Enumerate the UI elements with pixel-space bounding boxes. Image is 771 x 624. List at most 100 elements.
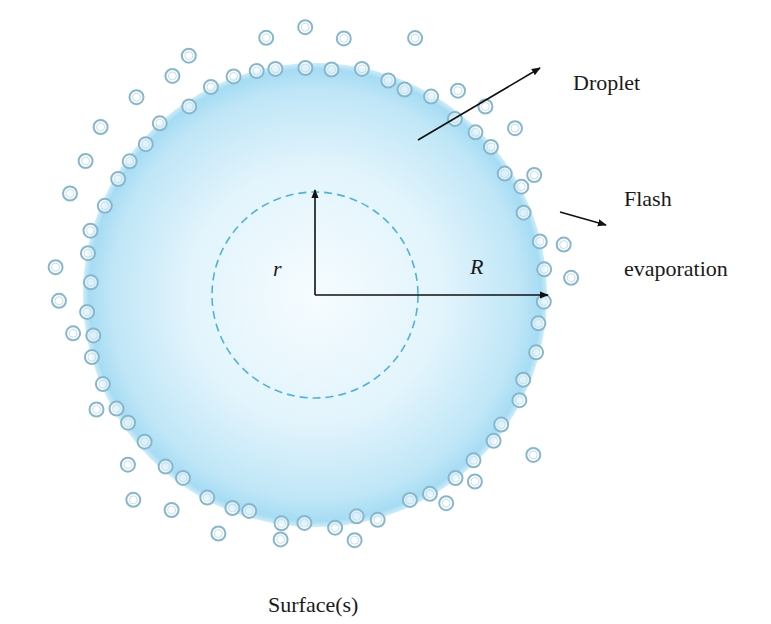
bubble-core [185, 102, 193, 110]
bubble-ring [52, 294, 66, 308]
bubble-ring [516, 373, 530, 387]
vapor-bubble [529, 345, 543, 359]
vapor-bubble [79, 154, 93, 168]
bubble-core [517, 183, 525, 191]
vapor-bubble [98, 199, 112, 213]
bubble-core [470, 456, 478, 464]
bubble-core [532, 348, 540, 356]
vapor-bubble [325, 63, 339, 77]
leader-arrow [560, 212, 606, 225]
bubble-ring [557, 238, 571, 252]
bubble-ring [66, 326, 80, 340]
bubble-ring [98, 199, 112, 213]
bubble-core [331, 524, 339, 532]
bubble-core [83, 308, 91, 316]
bubble-ring [242, 504, 256, 518]
bubble-core [214, 530, 222, 538]
bubble-core [374, 516, 382, 524]
vapor-bubble [138, 435, 152, 449]
bubble-ring [121, 416, 135, 430]
bubble-core [228, 504, 236, 512]
bubble-core [520, 209, 528, 217]
bubble-ring [274, 532, 288, 546]
bubble-core [88, 353, 96, 361]
vapor-bubble [478, 100, 492, 114]
vapor-bubble [517, 206, 531, 220]
bubble-core [124, 419, 132, 427]
bubble-core [472, 128, 480, 136]
vapor-bubble [398, 83, 412, 97]
vapor-bubble [449, 471, 463, 485]
bubble-core [207, 83, 215, 91]
bubble-core [142, 140, 150, 148]
bubble-core [271, 65, 279, 73]
bubble-ring [533, 234, 547, 248]
bubble-core [401, 86, 409, 94]
bubble-core [141, 438, 149, 446]
vapor-bubble [52, 294, 66, 308]
vapor-bubble [537, 262, 551, 276]
bubble-core [358, 65, 366, 73]
bubble-core [411, 34, 419, 42]
bubble-core [442, 499, 450, 507]
vapor-bubble [90, 403, 104, 417]
vapor-bubble [469, 125, 483, 139]
vapor-bubble [121, 458, 135, 472]
bubble-ring [275, 516, 289, 530]
vapor-bubble [424, 90, 438, 104]
vapor-bubble [139, 137, 153, 151]
bubble-core [133, 93, 141, 101]
bubble-ring [165, 69, 179, 83]
bubble-ring [182, 49, 196, 63]
droplet-body [82, 62, 548, 528]
vapor-bubble [165, 69, 179, 83]
vapor-bubble [159, 460, 173, 474]
vapor-bubble [468, 475, 482, 489]
vapor-bubble [242, 504, 256, 518]
vapor-bubble [408, 31, 422, 45]
bubble-core [452, 474, 460, 482]
vapor-bubble [225, 501, 239, 515]
vapor-bubble [63, 187, 77, 201]
vapor-bubble [274, 532, 288, 546]
bubble-ring [211, 527, 225, 541]
bubble-core [328, 66, 336, 74]
vapor-bubble [66, 326, 80, 340]
bubble-ring [110, 402, 124, 416]
bubble-core [253, 67, 261, 75]
vapor-bubble [84, 224, 98, 238]
vapor-bubble [337, 31, 351, 45]
bubble-ring [123, 154, 137, 168]
bubble-ring [96, 377, 110, 391]
bubble-core [168, 72, 176, 80]
vapor-bubble [165, 503, 179, 517]
bubble-core [99, 380, 107, 388]
vapor-bubble [531, 316, 545, 330]
bubble-core [97, 123, 105, 131]
radius-arrow [315, 294, 548, 296]
bubble-ring [449, 471, 463, 485]
bubble-ring [408, 31, 422, 45]
bubble-core [540, 265, 548, 273]
bubble-core [519, 376, 527, 384]
bubble-core [515, 396, 523, 404]
bubble-ring [508, 121, 522, 135]
bubble-ring [527, 168, 541, 182]
bubble-ring [49, 260, 63, 274]
vapor-bubble [86, 328, 100, 342]
vapor-bubble [467, 453, 481, 467]
bubble-ring [130, 90, 144, 104]
vapor-bubble [204, 80, 218, 94]
bubble-core [497, 421, 505, 429]
bubble-core [82, 157, 90, 165]
vapor-bubble [84, 275, 98, 289]
bubble-ring [121, 458, 135, 472]
vapor-bubble [439, 496, 453, 510]
bubble-ring [259, 31, 273, 45]
bubble-core [245, 507, 253, 515]
bubble-ring [81, 246, 95, 260]
vapor-bubble [250, 64, 264, 78]
bubble-ring [298, 20, 312, 34]
bubble-ring [298, 61, 312, 75]
